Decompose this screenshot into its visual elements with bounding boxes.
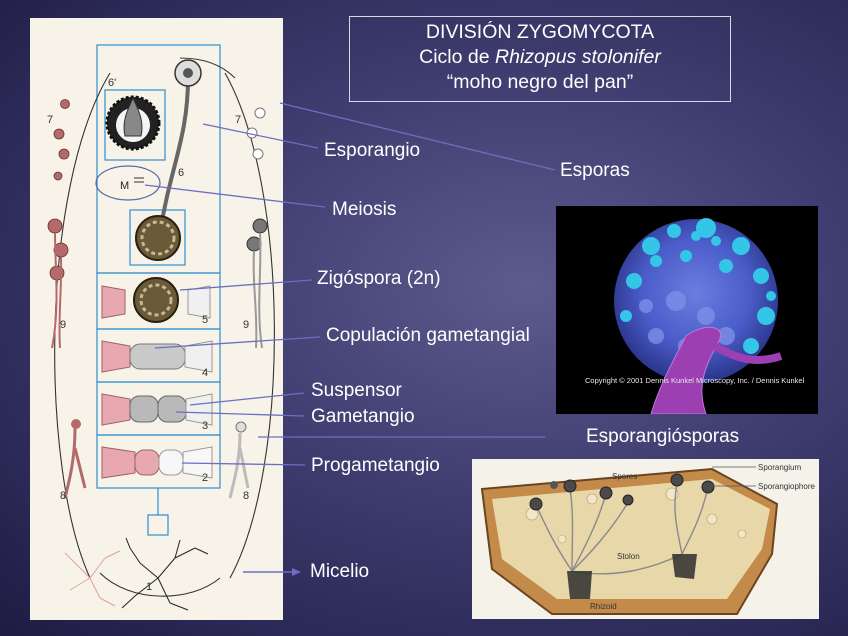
stage-number-6: 6: [178, 167, 184, 179]
frame-mycelium-detail: [148, 515, 168, 535]
stage-number-4: 4: [202, 367, 208, 379]
stage-number-3: 3: [202, 420, 208, 432]
stage-number-8-right: 8: [243, 490, 249, 502]
label-meiosis: Meiosis: [332, 199, 396, 221]
micelio-arrow-icon: [292, 568, 301, 576]
title-box: DIVISIÓN ZYGOMYCOTA Ciclo de Rhizopus st…: [349, 16, 731, 102]
stage-number-2: 2: [202, 472, 208, 484]
stage-number-5: 5: [202, 314, 208, 326]
stage-number-1: 1: [146, 581, 152, 593]
title-line-3: “moho negro del pan”: [350, 70, 730, 95]
life-cycle-diagram: M: [30, 18, 283, 620]
bread-mold-image: Sporangium Sporangiophore Spores Stolon …: [472, 459, 819, 619]
label-esporangiosporas: Esporangiósporas: [586, 426, 739, 448]
bread-mold-illustration: Sporangium Sporangiophore Spores Stolon …: [472, 459, 819, 619]
meiosis-marker: M: [120, 180, 129, 192]
stage-4-copulation-icon: [102, 341, 212, 372]
label-esporangio: Esporangio: [324, 140, 420, 162]
stage-2-progametangia-icon: [102, 447, 212, 478]
photo-copyright: Copyright © 2001 Dennis Kunkel Microscop…: [585, 376, 804, 385]
bread-label-stolon: Stolon: [617, 552, 640, 561]
title-species: Rhizopus stolonifer: [495, 46, 661, 68]
title-line-2: Ciclo de Rhizopus stolonifer: [350, 45, 730, 70]
stage-5-zygospore-icon: [102, 278, 210, 322]
stage-number-9-right: 9: [243, 319, 249, 331]
label-zigospora: Zigóspora (2n): [317, 268, 441, 290]
life-cycle-diagram-panel: M: [30, 18, 283, 620]
bread-label-sporangiophore: Sporangiophore: [758, 482, 815, 491]
title-line-2-prefix: Ciclo de: [419, 46, 495, 68]
sporangium-section-icon: [107, 97, 159, 149]
bread-label-rhizoid: Rhizoid: [590, 602, 617, 611]
label-micelio: Micelio: [310, 561, 369, 583]
stage-number-8-left: 8: [60, 490, 66, 502]
label-suspensor: Suspensor: [311, 380, 402, 402]
stage-3-gametangia-icon: [102, 394, 212, 425]
label-copulacion: Copulación gametangial: [326, 325, 530, 347]
title-line-1: DIVISIÓN ZYGOMYCOTA: [350, 20, 730, 45]
label-progametangio: Progametangio: [311, 455, 440, 477]
bread-label-sporangium: Sporangium: [758, 463, 801, 472]
label-gametangio: Gametangio: [311, 406, 415, 428]
stage-number-7-left: 7: [47, 114, 53, 126]
cycle-arrow-right: [225, 73, 274, 578]
stage-number-6-prime: 6': [108, 77, 116, 89]
bread-label-spores: Spores: [612, 472, 637, 481]
label-esporas: Esporas: [560, 160, 630, 182]
stage-number-7-right: 7: [235, 114, 241, 126]
stage-number-9-left: 9: [60, 319, 66, 331]
mycelium-icon: [122, 538, 208, 610]
